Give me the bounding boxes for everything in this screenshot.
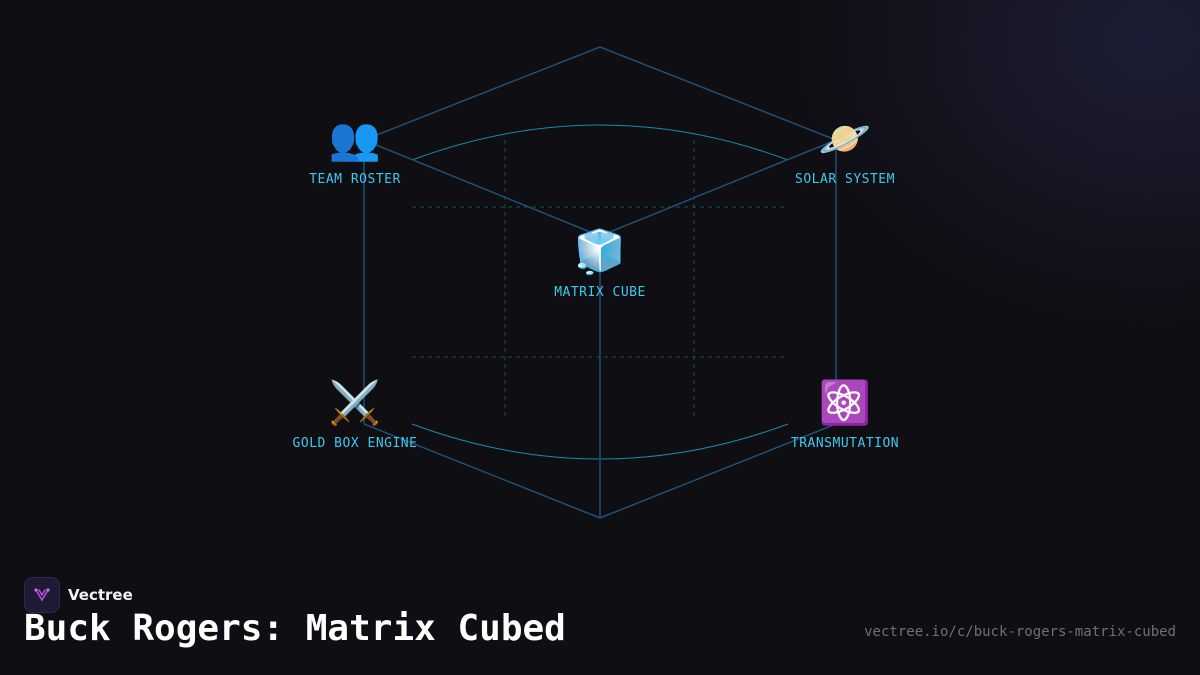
brand[interactable]: Vectree (24, 577, 133, 613)
cube-edges (363, 46, 837, 519)
edge (363, 423, 601, 519)
crossed-swords-icon: ⚔️ (328, 378, 382, 427)
ice-cube-icon: 🧊 (573, 227, 627, 276)
vectree-logo-icon (24, 577, 60, 613)
planet-icon: 🪐 (818, 114, 872, 163)
edge (363, 46, 601, 141)
node-transmutation[interactable]: ⚛️ TRANSMUTATION (755, 378, 935, 451)
edge (363, 139, 601, 237)
top-arc (411, 124, 789, 161)
node-label: GOLD BOX ENGINE (292, 436, 418, 451)
node-solar-system[interactable]: 🪐 SOLAR SYSTEM (755, 114, 935, 187)
brand-name: Vectree (68, 586, 133, 604)
page-url[interactable]: vectree.io/c/buck-rogers-matrix-cubed (864, 624, 1176, 640)
node-team-roster[interactable]: 👥 TEAM ROSTER (265, 114, 445, 187)
node-gold-box-engine[interactable]: ⚔️ GOLD BOX ENGINE (265, 378, 445, 451)
node-label: TRANSMUTATION (790, 436, 900, 451)
edge (599, 139, 837, 237)
node-matrix-cube[interactable]: 🧊 MATRIX CUBE (510, 227, 690, 300)
node-label: SOLAR SYSTEM (795, 172, 895, 187)
page-title: Buck Rogers: Matrix Cubed (24, 608, 566, 649)
atom-icon: ⚛️ (818, 378, 872, 427)
team-roster-icon: 👥 (328, 114, 382, 163)
edge (599, 423, 837, 519)
edge (599, 46, 837, 141)
node-label: MATRIX CUBE (554, 285, 646, 300)
node-label: TEAM ROSTER (309, 172, 401, 187)
